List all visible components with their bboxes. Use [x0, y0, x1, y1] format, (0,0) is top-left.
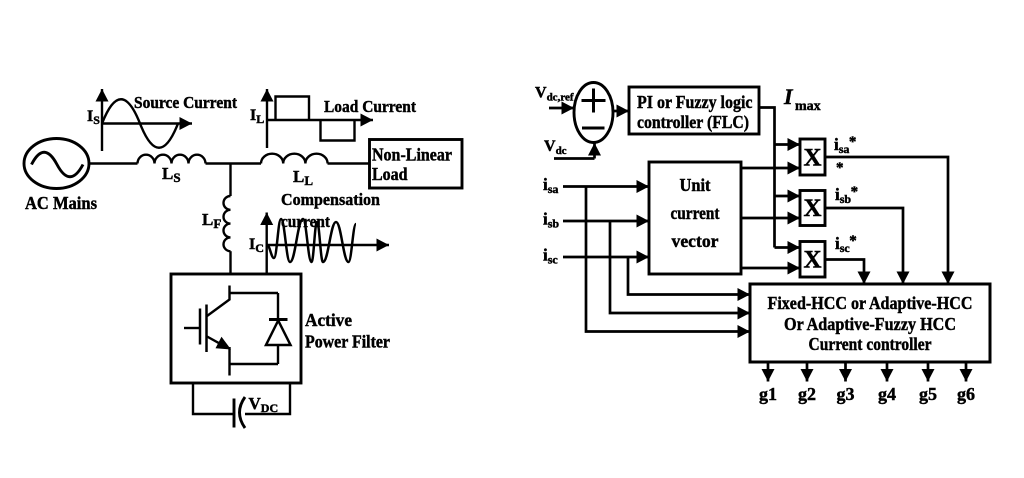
svg-text:IL: IL [250, 107, 264, 126]
svg-text:Vdc,ref: Vdc,ref [535, 85, 574, 104]
svg-text:Source Current: Source Current [134, 93, 237, 112]
svg-text:g1: g1 [759, 384, 777, 404]
svg-text:IC: IC [249, 236, 264, 255]
svg-text:isb: isb [543, 210, 559, 231]
svg-text:Vdc: Vdc [544, 138, 567, 157]
svg-text:Current controller: Current controller [809, 334, 932, 354]
svg-text:X: X [803, 247, 821, 274]
svg-text:isa*: isa* [834, 134, 856, 156]
svg-text:I: I [783, 84, 794, 109]
svg-text:Load Current: Load Current [324, 97, 416, 116]
svg-text:g5: g5 [919, 384, 937, 404]
svg-text:isb*: isb* [835, 184, 858, 206]
svg-text:LL: LL [293, 167, 313, 188]
svg-text:Unit: Unit [680, 175, 711, 195]
svg-text:current: current [671, 203, 720, 223]
svg-text:vector: vector [672, 231, 719, 251]
svg-text:X: X [803, 145, 821, 172]
svg-text:isc: isc [543, 246, 558, 267]
svg-text:controller (FLC): controller (FLC) [637, 112, 749, 133]
svg-text:AC Mains: AC Mains [25, 193, 97, 213]
svg-text:LF: LF [202, 210, 221, 231]
svg-text:g3: g3 [837, 384, 855, 404]
svg-text:Fixed-HCC or Adaptive-HCC: Fixed-HCC or Adaptive-HCC [768, 293, 973, 313]
svg-text:Or Adaptive-Fuzzy HCC: Or Adaptive-Fuzzy HCC [784, 314, 956, 334]
svg-text:Compensation: Compensation [281, 190, 381, 209]
svg-text:Active: Active [305, 310, 352, 330]
svg-text:current: current [281, 212, 330, 231]
svg-text:max: max [795, 99, 821, 114]
svg-text:g2: g2 [798, 384, 816, 404]
svg-text:g6: g6 [957, 384, 975, 404]
svg-text:g4: g4 [878, 384, 896, 404]
svg-text:LS: LS [162, 164, 181, 185]
svg-text:X: X [803, 195, 821, 222]
svg-text:Load: Load [372, 164, 408, 184]
svg-text:Power Filter: Power Filter [305, 332, 390, 352]
svg-text:Non-Linear: Non-Linear [372, 145, 452, 165]
svg-text:IS: IS [87, 108, 100, 127]
svg-text:PI or Fuzzy logic: PI or Fuzzy logic [637, 92, 753, 112]
svg-text:VDC: VDC [249, 394, 279, 415]
svg-text:*: * [836, 160, 844, 176]
svg-text:isa: isa [543, 175, 558, 196]
svg-text:isc*: isc* [835, 233, 857, 255]
